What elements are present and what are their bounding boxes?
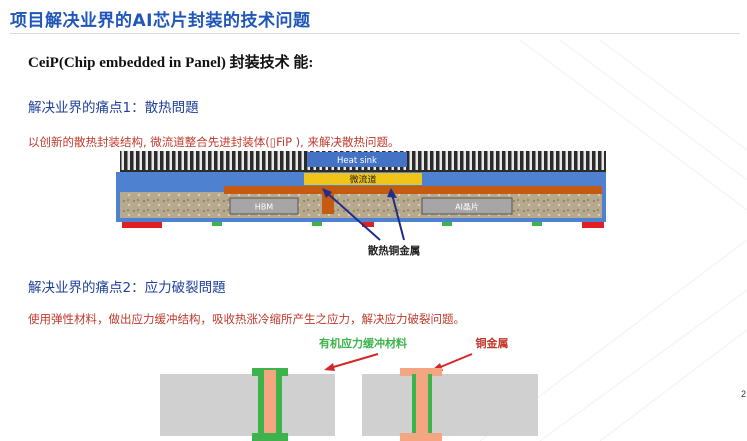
panel-left <box>160 374 335 436</box>
callout-arrowhead-left <box>322 188 332 198</box>
buffer-arrowhead <box>324 363 335 371</box>
callout-arrow-right <box>391 193 405 241</box>
via-right-copper <box>416 370 428 440</box>
mold-compound <box>120 192 602 218</box>
hbm-chip <box>229 197 299 215</box>
bottom-solder-4 <box>532 222 542 226</box>
bottom-pad-mid <box>362 222 374 227</box>
page-number: 2 <box>741 389 747 399</box>
slide-subtitle: CeiP(Chip embedded in Panel) 封装技术 能: <box>28 55 314 71</box>
microchannel <box>304 173 422 185</box>
buffer-material-label: 有机应力缓冲材料 <box>319 336 407 350</box>
stress-buffer-diagram: 有机应力缓冲材料 铜金属 <box>160 336 538 441</box>
ai-chip-label: AI晶片 <box>455 202 479 212</box>
bottom-layer <box>120 218 602 222</box>
buffer-arrow <box>329 353 379 369</box>
microchannel-label: 微流道 <box>349 174 376 186</box>
pain-point-2-heading: 解决业界的痛点2：应力破裂問題 <box>28 280 226 296</box>
copper-metal-label: 铜金属 <box>475 336 509 350</box>
callout-arrow-left <box>325 191 381 241</box>
callout-arrowhead-right <box>387 188 397 198</box>
ai-chip <box>421 197 513 215</box>
panel-right <box>362 374 538 436</box>
bottom-pad-left <box>122 222 162 228</box>
hbm-label: HBM <box>255 203 274 212</box>
copper-arrow <box>437 353 473 369</box>
pain-point-1-description: 以创新的散热封装结构, 微流道整合先进封装体(▯FiP ), 来解决散热问题。 <box>28 135 400 149</box>
heat-sink-label: Heat sink <box>337 156 377 166</box>
heat-dissipation-diagram: Heat sink 微流道 HBM AI晶片 散热铜金属 <box>116 151 606 257</box>
copper-layer <box>224 186 602 194</box>
pain-point-1-heading: 解决业界的痛点1：散热問題 <box>28 100 199 116</box>
heat-sink-block <box>307 152 407 167</box>
via-left-bottom-cap <box>252 433 288 441</box>
bottom-solder-2 <box>312 222 322 226</box>
callout-label: 散热铜金属 <box>368 244 421 257</box>
pain-point-2-description: 使用弹性材料，做出应力缓冲结构，吸收热涨冷缩所产生之应力，解决应力破裂问题。 <box>28 312 465 326</box>
via-right-bottom-cap <box>400 433 442 441</box>
bottom-solder-1 <box>212 222 222 226</box>
via-left-copper <box>264 370 276 440</box>
copper-pillar <box>322 194 334 214</box>
bottom-solder-3 <box>442 222 452 226</box>
title-divider <box>10 33 740 34</box>
bottom-pad-right <box>582 222 604 228</box>
slide-title: 项目解决业界的AI芯片封装的技术问题 <box>10 11 311 31</box>
